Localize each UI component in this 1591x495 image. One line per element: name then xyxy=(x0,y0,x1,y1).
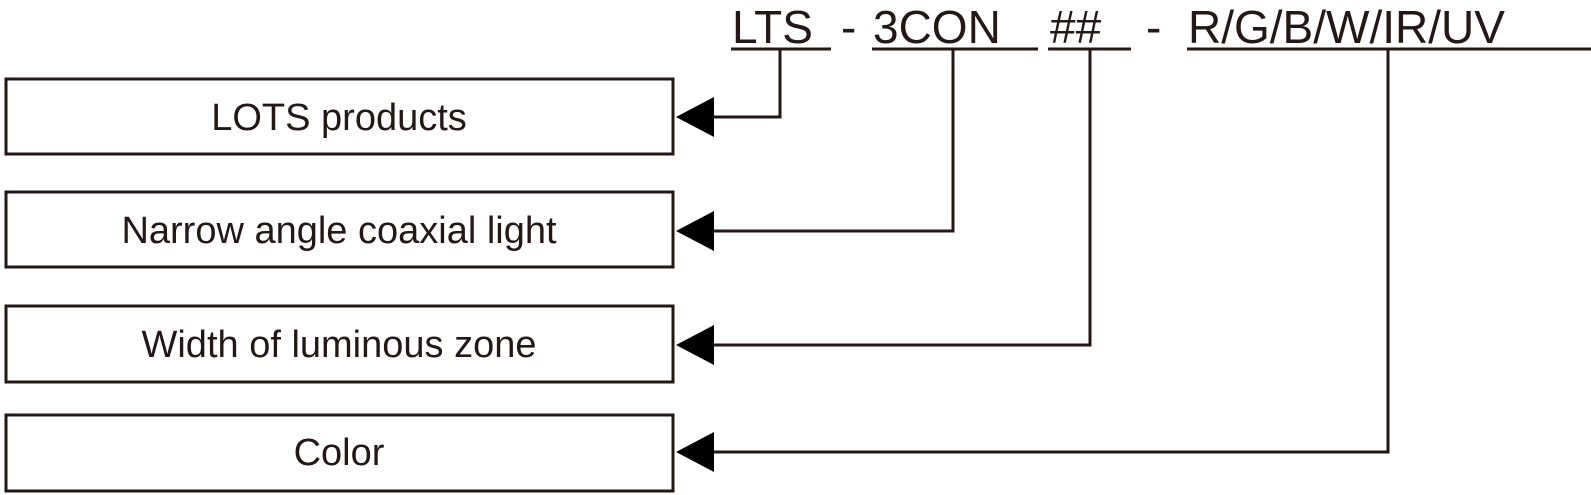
callout-label-color: Color xyxy=(294,432,385,474)
callout-box-outline-width-zone xyxy=(4,304,675,384)
code-segment-color: R/G/B/W/IR/UV xyxy=(1188,1,1505,53)
callout-label-narrow-angle: Narrow angle coaxial light xyxy=(121,210,557,252)
callout-box-lots-products: LOTS products xyxy=(4,77,675,156)
arrowhead-icon-color xyxy=(676,432,714,472)
code-segment-3con: 3CON xyxy=(873,1,1001,53)
callout-box-color: Color xyxy=(4,413,675,493)
leader-line-width-zone xyxy=(713,49,1092,347)
callout-box-narrow-angle: Narrow angle coaxial light xyxy=(4,190,675,269)
leader-line-color xyxy=(713,49,1390,454)
code-separator-1: - xyxy=(841,1,856,53)
arrowhead-icon-width-zone xyxy=(676,325,714,365)
callout-box-width-zone: Width of luminous zone xyxy=(4,304,675,384)
callout-label-lots-products: LOTS products xyxy=(211,97,467,139)
callout-box-outline-narrow-angle xyxy=(4,190,675,269)
code-segment-lts: LTS xyxy=(732,1,813,53)
callout-box-outline-color xyxy=(4,413,675,493)
callout-box-outline-lots-products xyxy=(4,77,675,156)
code-segment-hash: ## xyxy=(1050,1,1102,53)
arrowhead-icon-lots-products xyxy=(676,97,714,137)
code-separator-2: - xyxy=(1146,1,1161,53)
callout-label-width-zone: Width of luminous zone xyxy=(142,324,537,366)
leader-line-narrow-angle xyxy=(713,49,955,233)
part-number-code: LTS - 3CON ## - R/G/B/W/IR/UV xyxy=(732,1,1505,53)
leader-line-lots-products xyxy=(713,49,782,119)
arrowhead-icon-narrow-angle xyxy=(676,211,714,251)
leader-arrowheads xyxy=(676,97,714,472)
leader-lines xyxy=(713,49,1390,454)
